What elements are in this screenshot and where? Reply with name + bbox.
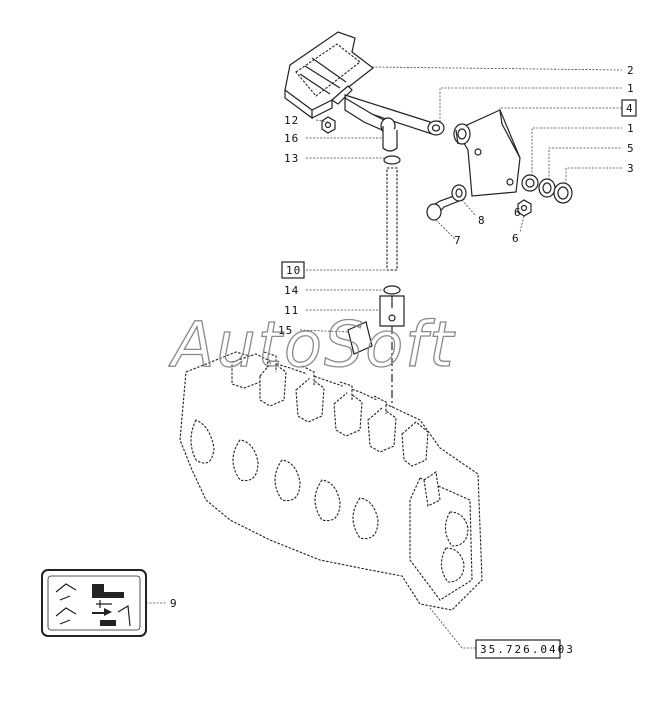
callout-15: 15: [278, 324, 293, 337]
support-bracket: [453, 109, 521, 197]
bushing-1a: [427, 120, 445, 136]
decal-9: [41, 569, 147, 637]
callout-9: 9: [170, 597, 178, 610]
callout-12: 12: [284, 114, 299, 127]
nut-12: [321, 116, 336, 134]
callout-7: 7: [454, 234, 462, 247]
callout-10-box: [281, 261, 305, 279]
reference-box: [475, 639, 561, 659]
circlip-3: [553, 182, 573, 204]
nut-6: [517, 199, 532, 217]
callout-10: 10: [286, 264, 301, 277]
callout-1a: 1: [627, 82, 635, 95]
callout-6b: 6: [512, 232, 520, 245]
callout-4-box: [621, 99, 637, 117]
callout-3: 3: [627, 162, 635, 175]
callout-4: 4: [626, 102, 634, 115]
washer-5: [538, 178, 556, 198]
callout-1b: 1: [627, 122, 635, 135]
control-valve: [179, 351, 483, 611]
pedal-shaft: [331, 85, 433, 152]
pedal: [284, 31, 374, 120]
washer-8: [451, 184, 467, 202]
callout-13: 13: [284, 152, 299, 165]
bushing-1b: [521, 174, 539, 192]
callout-2: 2: [627, 64, 635, 77]
callout-6a: 6: [514, 206, 522, 219]
reference-number: 35.726.0403: [480, 643, 575, 656]
callout-11: 11: [284, 304, 299, 317]
leader-lines: [146, 66, 623, 649]
clevis-pin-15: [347, 321, 373, 355]
callout-14: 14: [284, 284, 299, 297]
callout-16: 16: [284, 132, 299, 145]
watermark: AutoSoft: [168, 308, 456, 381]
callout-5: 5: [627, 142, 635, 155]
callout-8: 8: [478, 214, 486, 227]
